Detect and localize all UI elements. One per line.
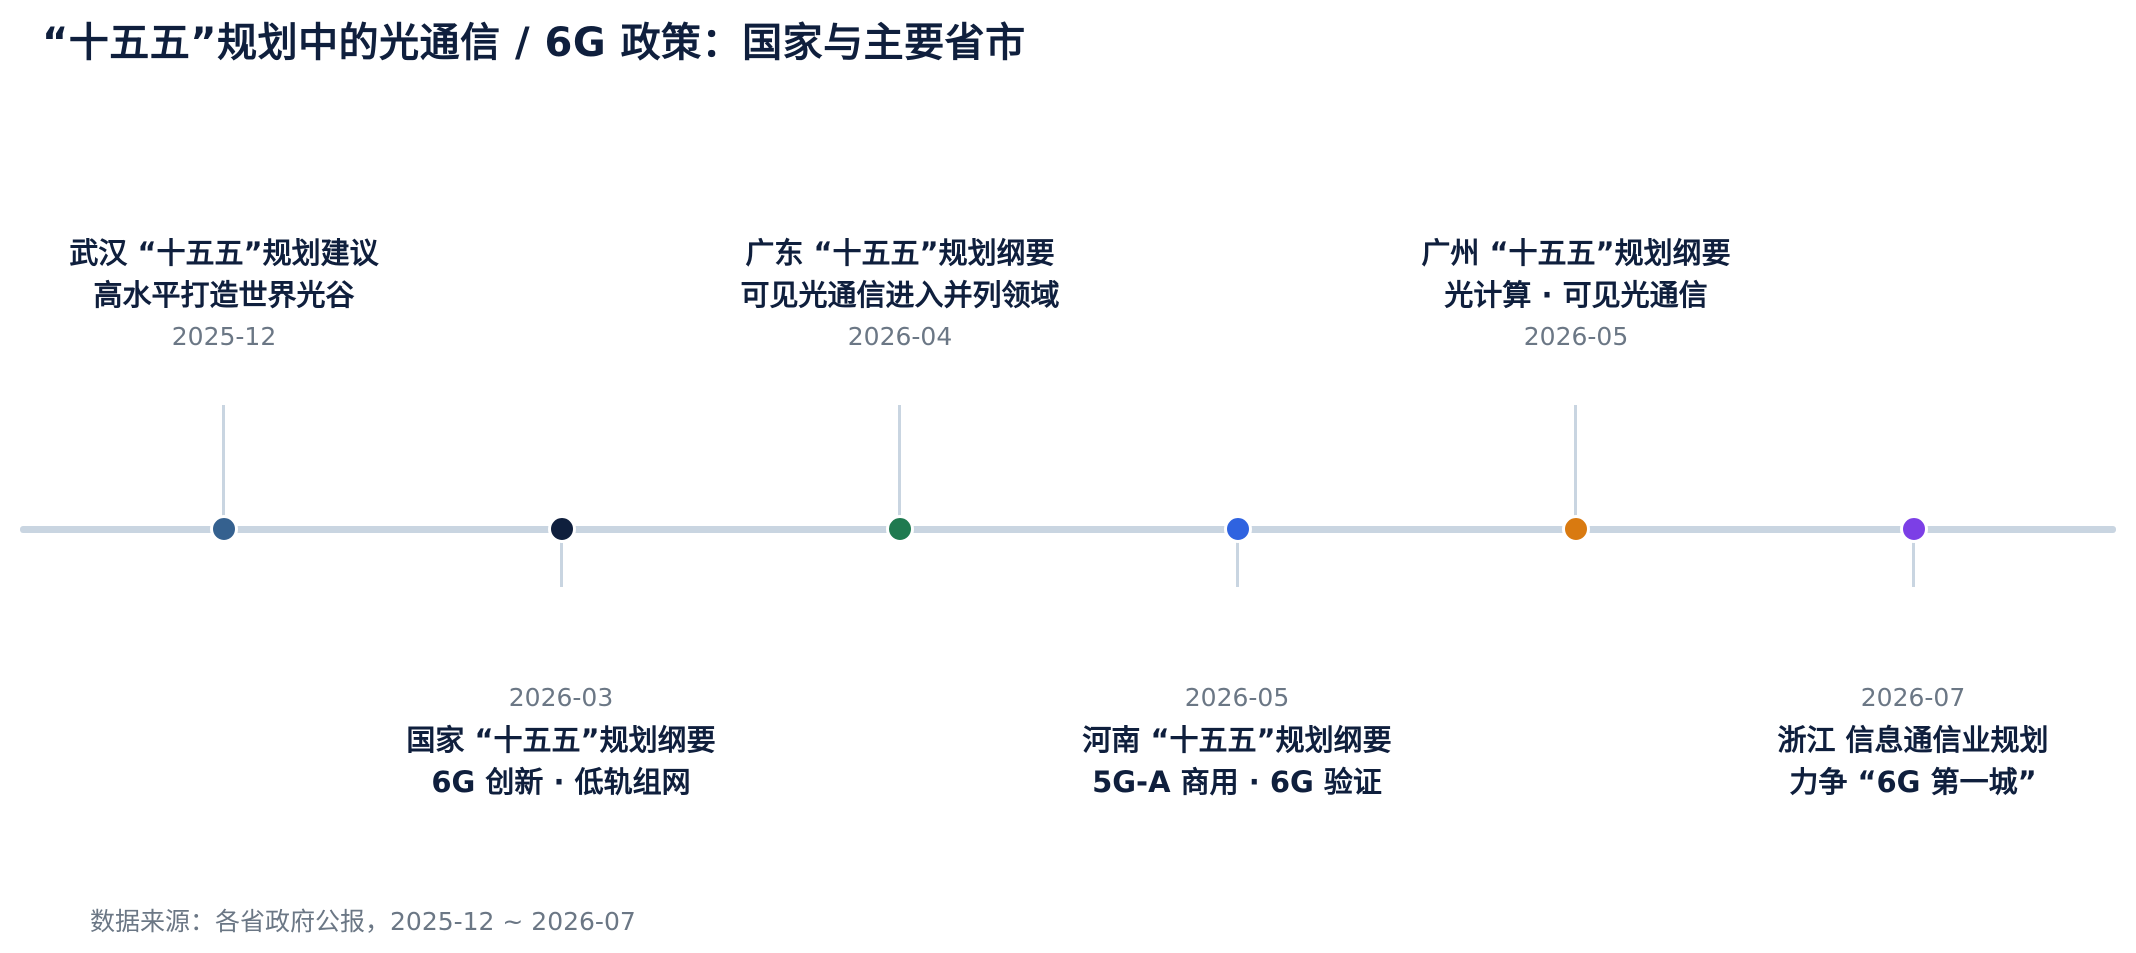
event-title: 河南 “十五五”规划纲要: [1082, 723, 1392, 757]
timeline-event: 2026-05 河南 “十五五”规划纲要 5G-A 商用 · 6G 验证: [1027, 677, 1447, 803]
event-subtitle: 力争 “6G 第一城”: [1789, 765, 2037, 799]
event-subtitle: 5G-A 商用 · 6G 验证: [1092, 765, 1382, 799]
event-title: 广州 “十五五”规划纲要: [1421, 236, 1731, 270]
event-subtitle: 高水平打造世界光谷: [93, 278, 355, 312]
event-date: 2026-05: [1523, 322, 1629, 351]
event-title: 广东 “十五五”规划纲要: [745, 236, 1055, 270]
event-title: 浙江 信息通信业规划: [1777, 723, 2049, 757]
timeline-event: 武汉 “十五五”规划建议 高水平打造世界光谷 2025-12: [14, 232, 434, 358]
timeline-marker: [1224, 515, 1252, 543]
timeline-event: 广东 “十五五”规划纲要 可见光通信进入并列领域 2026-04: [690, 232, 1110, 358]
timeline-stem: [1912, 529, 1915, 587]
timeline-stem: [1236, 529, 1239, 587]
timeline-marker: [210, 515, 238, 543]
event-subtitle: 可见光通信进入并列领域: [740, 278, 1060, 312]
timeline-marker: [548, 515, 576, 543]
event-date: 2026-07: [1860, 683, 1966, 712]
event-date: 2025-12: [171, 322, 277, 351]
event-date: 2026-03: [508, 683, 614, 712]
event-title: 武汉 “十五五”规划建议: [69, 236, 379, 270]
event-subtitle: 6G 创新 · 低轨组网: [431, 765, 691, 799]
timeline-marker: [1900, 515, 1928, 543]
timeline-stem: [560, 529, 563, 587]
source-footnote: 数据来源：各省政府公报，2025-12 ~ 2026-07: [90, 907, 636, 936]
timeline-marker: [1562, 515, 1590, 543]
timeline-stem: [222, 405, 225, 529]
timeline-axis: [20, 526, 2116, 533]
timeline-event: 2026-07 浙江 信息通信业规划 力争 “6G 第一城”: [1703, 677, 2123, 803]
page-title: “十五五”规划中的光通信 / 6G 政策：国家与主要省市: [42, 20, 1026, 66]
event-date: 2026-04: [847, 322, 953, 351]
timeline-event: 广州 “十五五”规划纲要 光计算 · 可见光通信 2026-05: [1366, 232, 1786, 358]
event-subtitle: 光计算 · 可见光通信: [1444, 278, 1708, 312]
timeline-event: 2026-03 国家 “十五五”规划纲要 6G 创新 · 低轨组网: [351, 677, 771, 803]
timeline-stem: [898, 405, 901, 529]
timeline-marker: [886, 515, 914, 543]
event-date: 2026-05: [1184, 683, 1290, 712]
timeline-stem: [1574, 405, 1577, 529]
event-title: 国家 “十五五”规划纲要: [406, 723, 716, 757]
